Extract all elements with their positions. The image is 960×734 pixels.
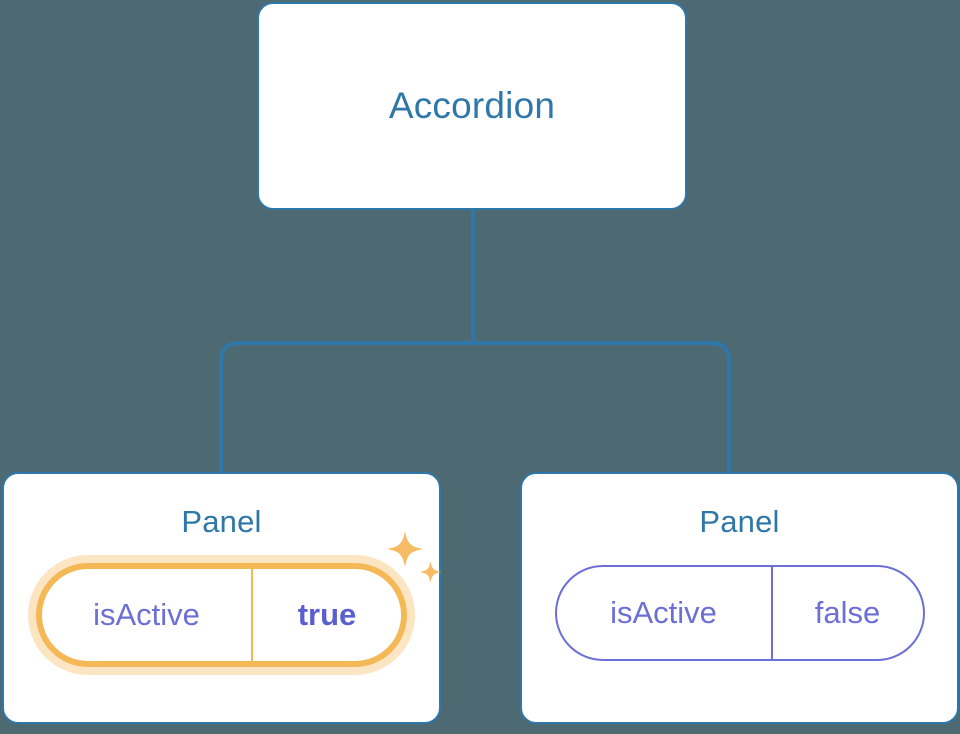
prop-pill-inactive[interactable]: isActive false — [554, 565, 925, 661]
sparkle-large-icon — [387, 531, 423, 567]
prop-pill-active[interactable]: isActive true — [36, 563, 407, 667]
node-accordion-title: Accordion — [388, 85, 556, 126]
node-panel-inactive[interactable]: Panel isActive false — [520, 472, 959, 724]
prop-key-isactive: isActive — [610, 595, 717, 630]
node-accordion[interactable]: Accordion — [257, 2, 687, 210]
node-panel-inactive-title: Panel — [699, 504, 780, 539]
sparkle-small-icon — [419, 561, 442, 583]
node-panel-active-title: Panel — [181, 504, 262, 539]
prop-pill-active-wrap: isActive true — [36, 531, 442, 667]
prop-value-false: false — [770, 567, 923, 659]
prop-pill-inactive-wrap: isActive false — [554, 565, 925, 661]
connector-children-bus — [219, 341, 731, 472]
prop-key-isactive: isActive — [93, 597, 200, 632]
prop-value-true: true — [251, 569, 401, 661]
node-panel-active[interactable]: Panel isActive true — [2, 472, 442, 724]
